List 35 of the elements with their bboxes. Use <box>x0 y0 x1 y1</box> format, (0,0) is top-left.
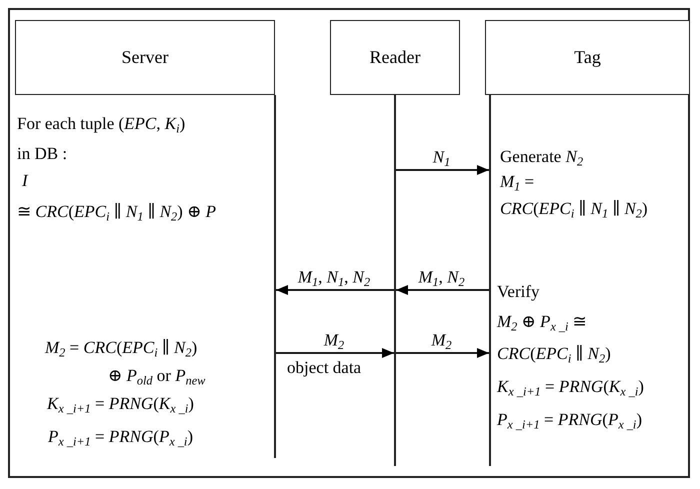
message-arrow <box>396 165 489 175</box>
note-text: K$_{x _i+1}$ = PRNG(K$_{x _i}$) <box>47 394 194 414</box>
note-text: CRC(EPC$_{i}$ ∥ N$_{2}$) <box>497 344 611 364</box>
edge-label: M$_{2}$ <box>429 331 454 350</box>
message-arrow <box>276 348 394 358</box>
note-text: CRC(EPC$_{i}$ ∥ N$_{1}$ ∥ N$_{2}$) <box>500 199 648 220</box>
note-text: P$_{x _i+1}$ = PRNG(P$_{x _i}$) <box>497 410 642 430</box>
note-text: P$_{x _i+1}$ = PRNG(P$_{x _i}$) <box>48 427 194 448</box>
note-text: M$_{2}$ = CRC(EPC$_{i}$ ∥ N$_{2}$) <box>45 338 198 358</box>
note-text: ⊕ P$_{old}$ or P$_{new}$ <box>108 366 206 386</box>
note-text: M$_{2}$ ⊕ P$_{x _i}$ ≅ <box>497 312 587 332</box>
note-text: Verify <box>497 282 540 302</box>
edge-label: M$_{1}$, N$_{1}$, N$_{2}$ <box>296 268 372 287</box>
participant-box <box>485 20 690 95</box>
participant-box <box>330 20 460 95</box>
participant-name: Reader <box>370 47 420 68</box>
note-text: object data <box>287 358 362 378</box>
lifeline <box>394 95 396 466</box>
note-text: For each tuple (EPC, K$_{i}$) <box>17 114 186 134</box>
note-text: M$_{1}$ = <box>500 172 534 192</box>
lifeline <box>274 95 276 458</box>
note-text: Generate N$_{2}$ <box>500 147 584 168</box>
message-arrow <box>276 285 394 295</box>
note-text: ≅ CRC(EPC$_{i}$ ∥ N$_{1}$ ∥ N$_{2}$) ⊕ P <box>17 202 216 222</box>
edge-label: M$_{2}$ <box>322 331 346 350</box>
participant-box <box>15 20 275 95</box>
edge-label: M$_{1}$, N$_{2}$ <box>416 268 467 287</box>
note-text: K$_{x _i+1}$ = PRNG(K$_{x _i}$) <box>497 377 644 398</box>
message-arrow <box>396 348 489 358</box>
message-arrow <box>396 285 489 295</box>
participant-name: Tag <box>574 47 601 68</box>
note-text: in DB : <box>17 144 68 164</box>
participant-name: Server <box>122 47 168 68</box>
lifeline <box>489 95 491 466</box>
note-text: I <box>22 171 28 192</box>
